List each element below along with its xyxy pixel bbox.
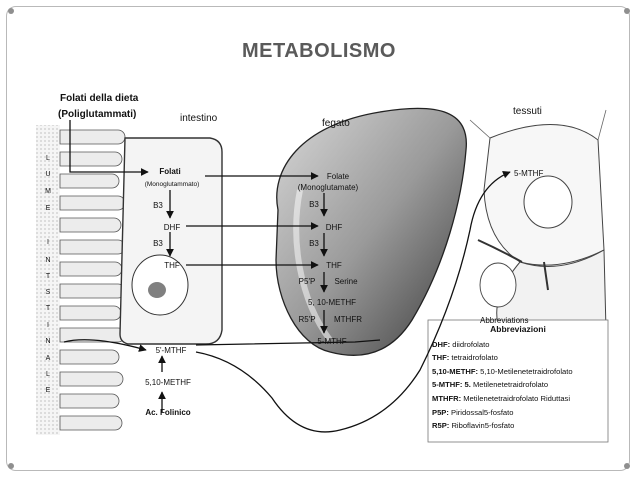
corner-dot: [624, 8, 630, 14]
lumen-strip: [36, 125, 60, 435]
node-liver-thf: THF: [326, 261, 342, 270]
node-tissue-5mthf: 5-MTHF: [514, 169, 543, 178]
abbreviations-heading: Abbreviazioni: [490, 324, 546, 334]
node-intestine-folati-sub: (Monoglutammato): [145, 181, 200, 188]
tissue-clipped-abbreviations: Abbreviations: [480, 316, 528, 325]
abbreviation-term: THF:: [432, 353, 450, 363]
node-liver-folate-sub: (Monoglutamate): [298, 183, 359, 192]
lumen-letter: L: [46, 155, 50, 162]
node-liver-serine: Serine: [334, 277, 358, 286]
abbreviation-definition: diidrofolato: [452, 339, 490, 349]
node-liver-b3-2: B3: [309, 239, 319, 248]
corner-dot: [8, 463, 14, 469]
node-intestine-b3-2: B3: [153, 239, 163, 248]
abbreviation-item: 5-MTHF: 5. Metilenetetraidrofolato: [432, 378, 604, 392]
intestinal-villi: [59, 129, 126, 431]
node-intestine-5mthf: 5'-MTHF: [156, 346, 187, 355]
abbreviations-legend: Abbreviazioni DHF: diidrofolato THF: tet…: [432, 323, 604, 433]
abbreviation-term: 5-MTHF: 5.: [432, 380, 471, 390]
liver-shape: [275, 107, 467, 356]
node-liver-b3-1: B3: [309, 200, 319, 209]
lumen-letter: I: [47, 239, 49, 246]
abbreviation-definition: Piridossal5-fosfato: [451, 407, 514, 417]
abbreviation-item: R5P: Riboflavin5-fosfato: [432, 419, 604, 433]
lumen-letter: T: [46, 305, 51, 312]
node-liver-5mthf: 5-MTHF: [317, 337, 346, 346]
abbreviation-term: P5P:: [432, 407, 449, 417]
arrow-dietary-to-folati: [69, 120, 149, 176]
lumen-letter: A: [46, 355, 51, 362]
arrow-circulation-to-tissue: [195, 171, 511, 433]
lumen-letter: E: [46, 387, 51, 394]
abbreviation-item: 5,10-METHF: 5,10-Metilenetetraidrofolato: [432, 365, 604, 379]
region-label-fegato: fegato: [322, 118, 350, 129]
node-intestine-folati: Folati: [159, 167, 180, 176]
abbreviation-definition: 5,10-Metilenetetraidrofolato: [480, 366, 573, 376]
node-liver-510methf: 5, 10-METHF: [308, 298, 356, 307]
lumen-letter: E: [46, 205, 51, 212]
node-liver-r5p: R5'P: [298, 315, 315, 324]
corner-dot: [624, 463, 630, 469]
region-label-tessuti: tessuti: [513, 106, 542, 117]
node-liver-dhf: DHF: [326, 223, 343, 232]
abbreviation-term: DHF:: [432, 339, 451, 349]
line-5mthf-to-liver: [195, 339, 381, 346]
lumen-letter: T: [46, 273, 51, 280]
abbreviation-definition: Metilenetetraidrofolato: [472, 380, 549, 390]
abbreviations-box: [427, 319, 609, 443]
lumen-letter: L: [46, 371, 50, 378]
lumen-letter: U: [45, 171, 50, 178]
polyglutamate-label: (Poliglutammati): [58, 109, 136, 120]
arrow-lumen-to-5mthf: [63, 339, 147, 352]
abbreviation-definition: tetraidrofolato: [451, 353, 498, 363]
node-folinic-acid: Ac. Folinico: [145, 408, 190, 417]
lumen-letter: N: [45, 257, 50, 264]
slide-title: METABOLISMO: [241, 40, 396, 62]
lumen-letter: M: [45, 188, 51, 195]
node-liver-mthfr: MTHFR: [334, 315, 362, 324]
abbreviation-term: MTHFR:: [432, 393, 462, 403]
abbreviation-definition: Metilenetetraidrofolato Riduttasi: [463, 393, 571, 403]
abbreviation-item: THF: tetraidrofolato: [432, 351, 604, 365]
abbreviation-item: DHF: diidrofolato: [432, 338, 604, 352]
abbreviation-term: 5,10-METHF:: [432, 366, 478, 376]
abbreviation-item: MTHFR: Metilenetetraidrofolato Riduttasi: [432, 392, 604, 406]
node-intestine-b3-1: B3: [153, 201, 163, 210]
tissue-cells: [469, 109, 607, 331]
abbreviation-definition: Riboflavin5-fosfato: [451, 421, 515, 431]
lumen-letter: N: [45, 338, 50, 345]
node-liver-folate: Folate: [327, 172, 350, 181]
lumen-letter: S: [46, 289, 51, 296]
node-liver-p5p: P5'P: [299, 277, 316, 286]
dietary-folate-label: Folati della dieta: [60, 93, 139, 104]
region-label-intestino: intestino: [180, 113, 218, 124]
abbreviation-item: P5P: Piridossal5-fosfato: [432, 406, 604, 420]
node-intestine-510methf: 5,10-METHF: [145, 378, 191, 387]
corner-dot: [8, 8, 14, 14]
node-intestine-thf: THF: [164, 261, 180, 270]
lumen-letter: I: [47, 322, 49, 329]
node-intestine-dhf: DHF: [164, 223, 181, 232]
enterocyte-nucleolus: [148, 282, 166, 298]
abbreviation-term: R5P:: [432, 421, 450, 431]
